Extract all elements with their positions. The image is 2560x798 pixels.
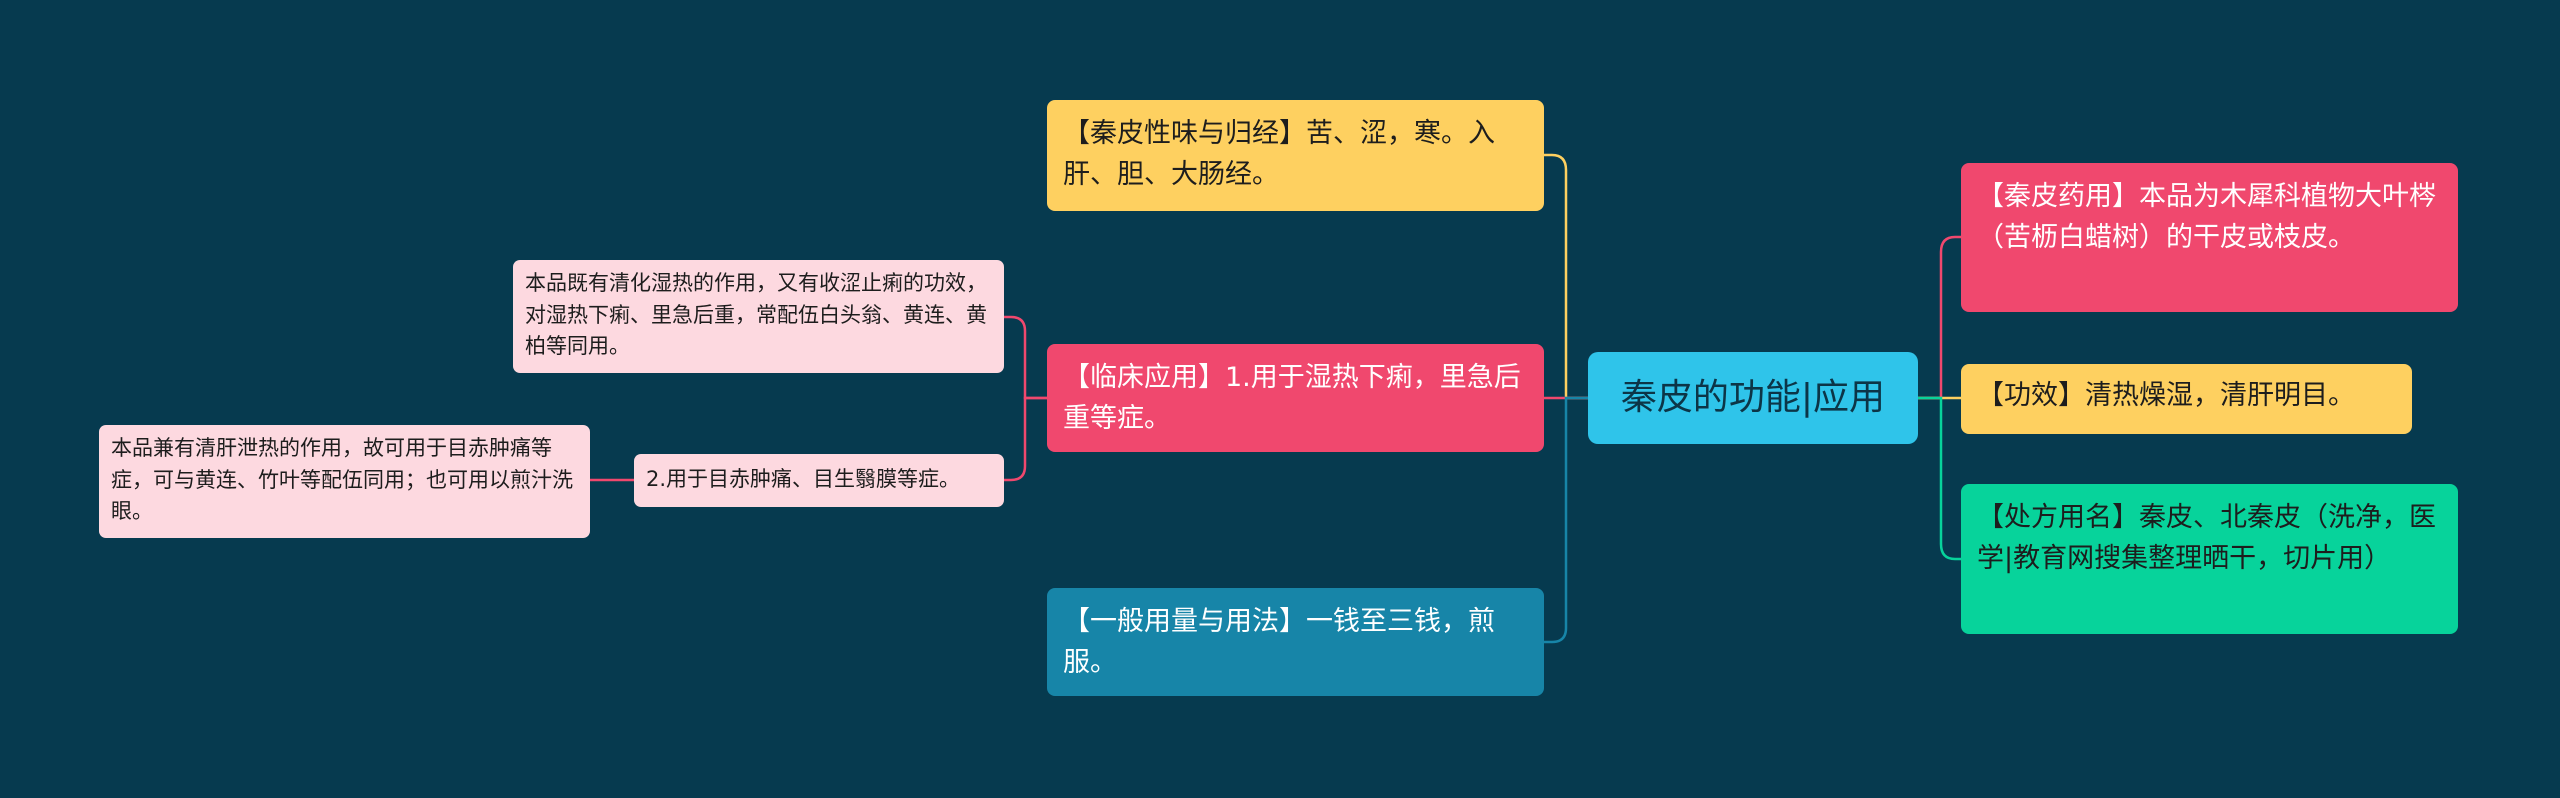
link-root-xingwei	[1544, 153, 1588, 400]
branch-linchuang-yingyong[interactable]: 【临床应用】1.用于湿热下痢，里急后重等症。	[1047, 344, 1544, 452]
branch-linchuang-text: 【临床应用】1.用于湿热下痢，里急后重等症。	[1063, 362, 1521, 434]
subnode-linchuang-desc[interactable]: 本品既有清化湿热的作用，又有收涩止痢的功效，对湿热下痢、里急后重，常配伍白头翁、…	[513, 260, 1004, 373]
branch-chufang-yongming[interactable]: 【处方用名】秦皮、北秦皮（洗净，医学|教育网搜集整理晒干，切片用）	[1961, 484, 2458, 634]
link-root-yiban	[1544, 396, 1588, 644]
root-label: 秦皮的功能|应用	[1620, 377, 1886, 418]
link-linchuang-item2	[1004, 396, 1047, 482]
subnode-linchuang-item2[interactable]: 2.用于目赤肿痛、目生翳膜等症。	[634, 454, 1004, 507]
branch-yiban-text: 【一般用量与用法】一钱至三钱，煎服。	[1063, 606, 1495, 678]
branch-yaoyong-text: 【秦皮药用】本品为木犀科植物大叶梣（苦枥白蜡树）的干皮或枝皮。	[1977, 181, 2436, 253]
branch-yaoyong[interactable]: 【秦皮药用】本品为木犀科植物大叶梣（苦枥白蜡树）的干皮或枝皮。	[1961, 163, 2458, 312]
subnode-desc1-text: 本品既有清化湿热的作用，又有收涩止痢的功效，对湿热下痢、里急后重，常配伍白头翁、…	[525, 271, 987, 358]
root-node[interactable]: 秦皮的功能|应用	[1588, 352, 1918, 444]
subnode-item2-text: 2.用于目赤肿痛、目生翳膜等症。	[646, 467, 961, 491]
subnode-item2-desc[interactable]: 本品兼有清肝泄热的作用，故可用于目赤肿痛等症，可与黄连、竹叶等配伍同用；也可用以…	[99, 425, 590, 538]
branch-gongxiao[interactable]: 【功效】清热燥湿，清肝明目。	[1961, 364, 2412, 434]
link-root-chufang	[1918, 396, 1961, 561]
branch-xingwei-guijing[interactable]: 【秦皮性味与归经】苦、涩，寒。入肝、胆、大肠经。	[1047, 100, 1544, 211]
branch-gongxiao-text: 【功效】清热燥湿，清肝明目。	[1977, 380, 2355, 411]
branch-yongliang-yongfa[interactable]: 【一般用量与用法】一钱至三钱，煎服。	[1047, 588, 1544, 696]
branch-chufang-text: 【处方用名】秦皮、北秦皮（洗净，医学|教育网搜集整理晒干，切片用）	[1977, 502, 2436, 574]
link-linchuang-desc1	[1004, 315, 1047, 400]
link-root-yaoyong	[1918, 235, 1961, 400]
subnode-desc2-text: 本品兼有清肝泄热的作用，故可用于目赤肿痛等症，可与黄连、竹叶等配伍同用；也可用以…	[111, 436, 573, 523]
branch-xingwei-text: 【秦皮性味与归经】苦、涩，寒。入肝、胆、大肠经。	[1063, 118, 1495, 190]
